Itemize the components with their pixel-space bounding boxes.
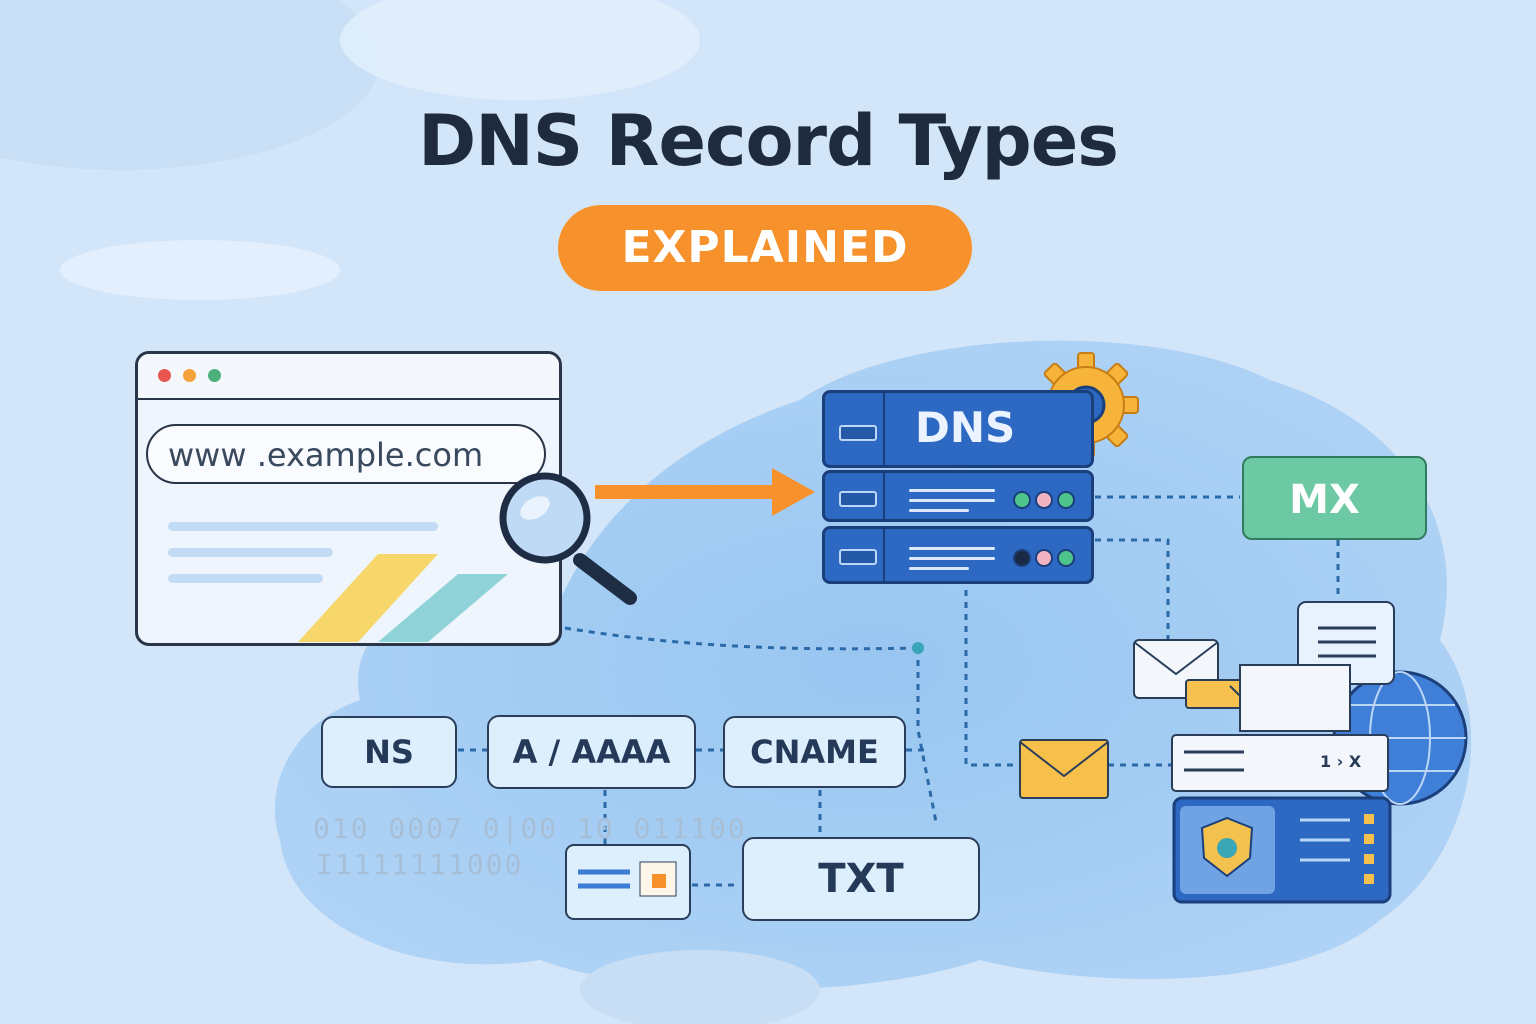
drive-slot xyxy=(839,491,877,507)
query-arrow-head xyxy=(772,468,815,516)
server-divider xyxy=(883,473,885,519)
close-dot-icon xyxy=(158,369,171,382)
maximize-dot-icon xyxy=(208,369,221,382)
search-icon xyxy=(499,472,637,605)
browser-titlebar xyxy=(138,354,559,400)
dns-server-middle xyxy=(822,470,1094,522)
minimize-dot-icon xyxy=(183,369,196,382)
server-line xyxy=(909,547,995,550)
server-divider xyxy=(883,393,885,465)
browser-window: www .example.com xyxy=(135,351,562,646)
status-led-icon xyxy=(1035,491,1053,509)
explained-badge: EXPLAINED xyxy=(558,205,972,291)
stripe-decoration xyxy=(298,554,508,642)
content-line xyxy=(168,574,323,583)
secure-server-icon xyxy=(1172,796,1392,904)
envelope-icon-yellow xyxy=(1019,739,1109,799)
server-line xyxy=(909,489,995,492)
server-line xyxy=(909,499,995,502)
binary-row: I1111111000 xyxy=(316,848,524,881)
network-cloud xyxy=(274,340,1472,990)
binary-row: 010 0007 0|00 10 011100 xyxy=(313,812,747,845)
query-arrow xyxy=(595,485,775,499)
panel-bar xyxy=(1171,734,1389,792)
card-icon xyxy=(565,844,691,920)
page-title: DNS Record Types xyxy=(418,100,1119,182)
record-mx: MX xyxy=(1242,456,1427,540)
status-led-icon xyxy=(1057,491,1075,509)
record-ns: NS xyxy=(321,716,457,788)
drive-slot xyxy=(839,425,877,441)
record-cname: CNAME xyxy=(723,716,906,788)
server-line xyxy=(909,567,969,570)
status-led-icon xyxy=(1057,549,1075,567)
dns-server-top: DNS xyxy=(822,390,1094,468)
url-bar[interactable]: www .example.com xyxy=(146,424,546,484)
record-txt: TXT xyxy=(742,837,980,921)
panel-back xyxy=(1239,664,1351,732)
drive-slot xyxy=(839,549,877,565)
content-line xyxy=(168,548,333,557)
panel-readout: 1 › X xyxy=(1320,752,1362,771)
status-led-icon xyxy=(1035,549,1053,567)
server-divider xyxy=(883,529,885,581)
status-led-icon xyxy=(1013,549,1031,567)
status-led-icon xyxy=(1013,491,1031,509)
server-line xyxy=(909,557,995,560)
server-line xyxy=(909,509,969,512)
content-line xyxy=(168,522,438,531)
dns-server-bottom xyxy=(822,526,1094,584)
record-a-aaaa: A / AAAA xyxy=(487,715,696,789)
connector-node xyxy=(912,642,924,654)
dns-label: DNS xyxy=(915,403,1016,452)
